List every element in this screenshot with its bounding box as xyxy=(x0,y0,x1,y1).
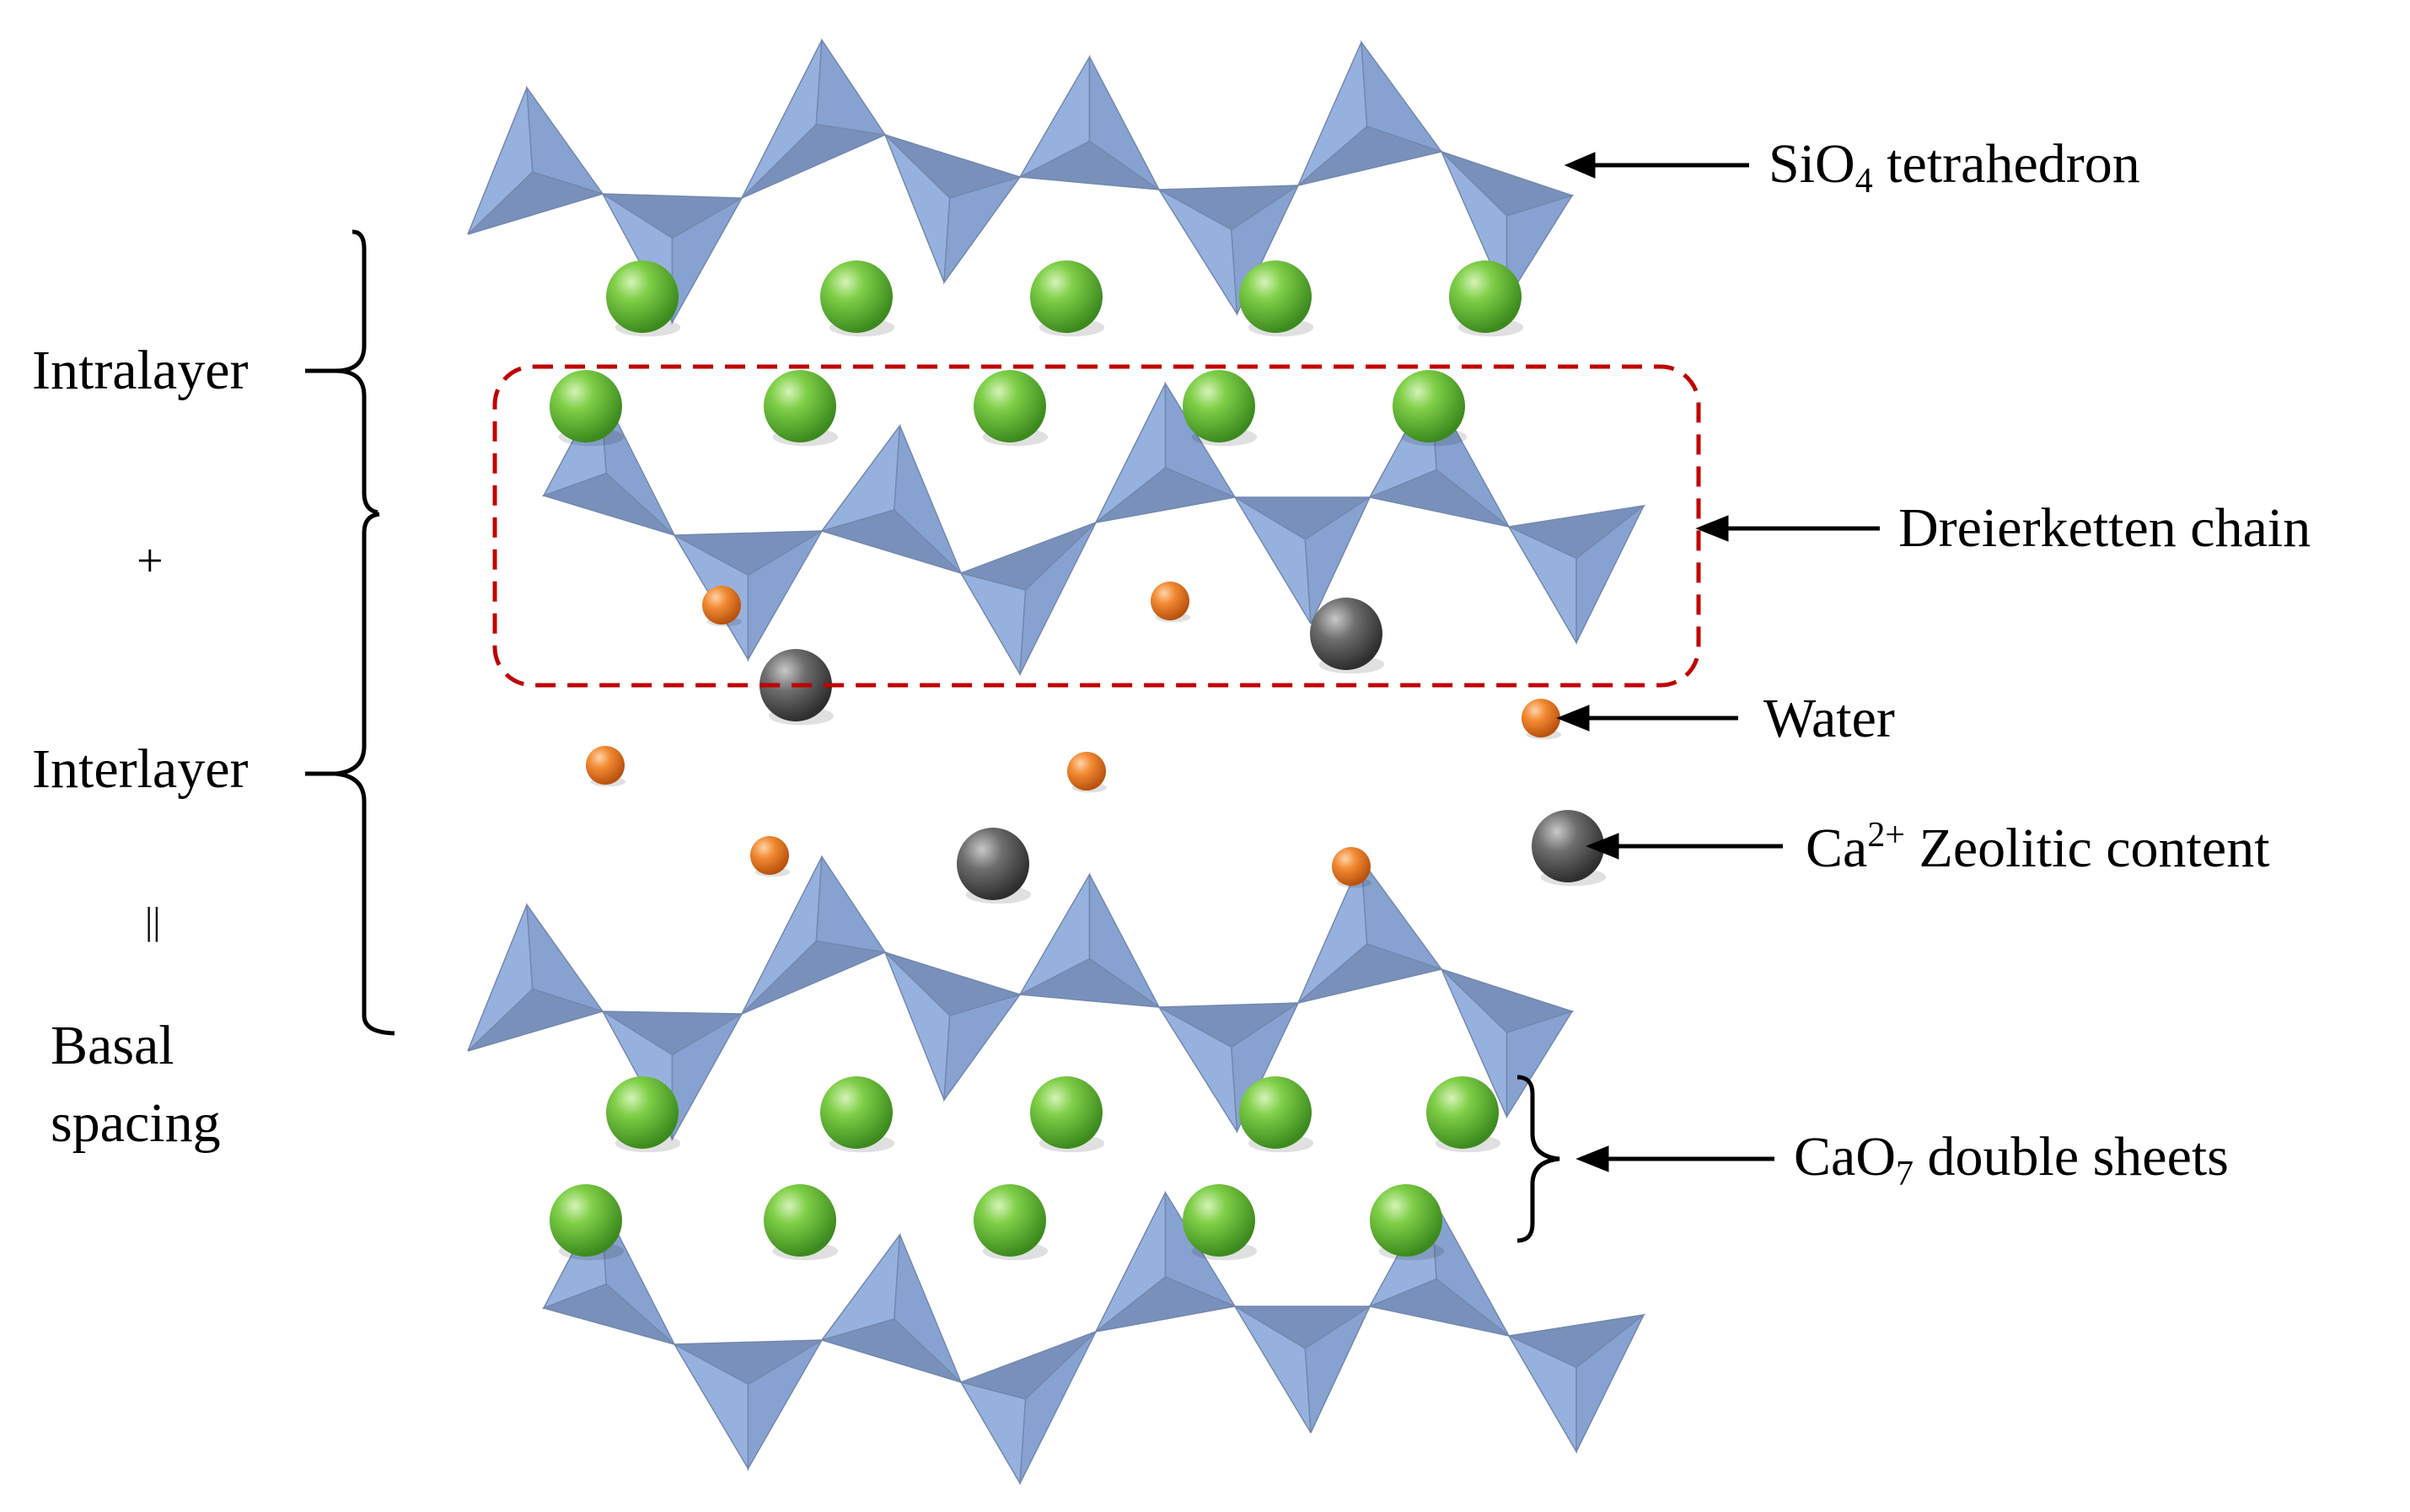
cao7-arrowhead xyxy=(1575,1145,1609,1172)
calcium-atom xyxy=(1183,370,1258,447)
basal-spacing-label-line2: spacing xyxy=(51,1092,221,1154)
sio4-tetrahedron xyxy=(672,528,824,662)
calcium-oxide-atoms xyxy=(550,260,1524,1261)
intralayer-label: Intralayer xyxy=(32,340,249,401)
plus-sign: + xyxy=(137,535,164,587)
water-molecule xyxy=(1332,847,1372,888)
sio4-tetrahedron xyxy=(741,38,888,199)
sio4-tetrahedron xyxy=(1232,1304,1372,1434)
sio4-tetrahedron xyxy=(884,134,1023,285)
cao7-double-sheets-label: CaO7 double sheets xyxy=(1794,1126,2229,1193)
calcium-atom xyxy=(1426,1076,1501,1153)
sio4-tetrahedron xyxy=(1017,54,1162,191)
zeolitic-calcium-ion xyxy=(1310,598,1385,674)
sio4-chain-lower xyxy=(467,855,1575,1142)
sio4-tetrahedron xyxy=(1506,1313,1646,1455)
basal-spacing-brace xyxy=(335,512,395,1036)
sio4-tetrahedron xyxy=(1232,495,1372,625)
water-arrowhead xyxy=(1556,705,1590,732)
calcium-atom xyxy=(606,260,681,337)
sio4-arrowhead xyxy=(1564,152,1596,179)
zeolitic-calcium-ions xyxy=(759,598,1607,904)
calcium-atom xyxy=(1030,260,1105,337)
calcium-atom xyxy=(974,370,1049,447)
calcium-atom xyxy=(1239,260,1314,337)
sio4-tetrahedron xyxy=(819,423,962,574)
sio4-tetrahedron xyxy=(1095,381,1237,523)
calcium-atom xyxy=(764,1184,839,1261)
sio4-tetrahedron xyxy=(958,522,1097,677)
calcium-atom xyxy=(1393,370,1468,447)
sio4-tetrahedron xyxy=(1297,40,1444,186)
water-molecule xyxy=(1151,582,1191,623)
calcium-atom xyxy=(606,1076,681,1153)
equals-sign: || xyxy=(145,899,161,942)
basal-spacing-label-line1: Basal xyxy=(51,1015,174,1076)
calcium-atom xyxy=(1183,1184,1258,1261)
calcium-atom xyxy=(1370,1184,1445,1261)
zeolitic-calcium-ion xyxy=(957,828,1032,904)
sio4-tetrahedron xyxy=(741,855,888,1015)
ca-arrowhead xyxy=(1586,833,1619,860)
water-molecule xyxy=(586,746,626,787)
sio4-tetrahedron xyxy=(1017,871,1162,1009)
sio4-tetrahedron xyxy=(467,902,605,1052)
calcium-atom xyxy=(820,1076,895,1153)
cao7-brace xyxy=(1516,1075,1560,1243)
calcium-atom xyxy=(1239,1076,1314,1153)
arrows xyxy=(1556,152,1880,1172)
dreierketten-arrowhead xyxy=(1695,515,1729,542)
water-label: Water xyxy=(1763,688,1895,749)
calcium-atom xyxy=(1030,1076,1105,1153)
interlayer-label: Interlayer xyxy=(32,738,249,800)
water-molecule xyxy=(1522,699,1562,740)
sio4-tetrahedron xyxy=(1506,504,1646,646)
sio4-tetrahedron xyxy=(819,1232,962,1383)
water-molecule xyxy=(1067,752,1108,793)
sio4-tetrahedron-label: SiO4 tetrahedron xyxy=(1769,133,2140,201)
sio4-chain-middle xyxy=(541,381,1646,677)
sio4-tetrahedron xyxy=(467,85,605,235)
calcium-atom xyxy=(974,1184,1049,1261)
sio4-tetrahedra-layers xyxy=(467,38,1646,1486)
calcium-atom xyxy=(820,260,895,337)
dreierketten-chain-label: Dreierketten chain xyxy=(1898,497,2311,559)
calcium-atom xyxy=(764,370,839,447)
sio4-tetrahedron xyxy=(672,1338,824,1472)
sio4-tetrahedron xyxy=(958,1331,1097,1486)
zeolitic-calcium-ion xyxy=(1532,810,1607,887)
calcium-atom xyxy=(550,1184,625,1261)
sio4-chain-bottom xyxy=(541,1190,1646,1486)
sio4-tetrahedron xyxy=(1297,857,1444,1004)
water-molecule xyxy=(702,586,743,627)
ca-zeolitic-content-label: Ca2+ Zeolitic content xyxy=(1806,816,2270,879)
calcium-atom xyxy=(550,370,625,447)
intralayer-brace xyxy=(335,229,378,515)
sio4-tetrahedron xyxy=(884,952,1023,1102)
calcium-atom xyxy=(1449,260,1524,337)
water-molecule xyxy=(750,836,791,877)
water-molecules xyxy=(586,582,1562,888)
sio4-tetrahedron xyxy=(1441,968,1575,1119)
dreierketten-highlight-box xyxy=(492,364,1701,688)
